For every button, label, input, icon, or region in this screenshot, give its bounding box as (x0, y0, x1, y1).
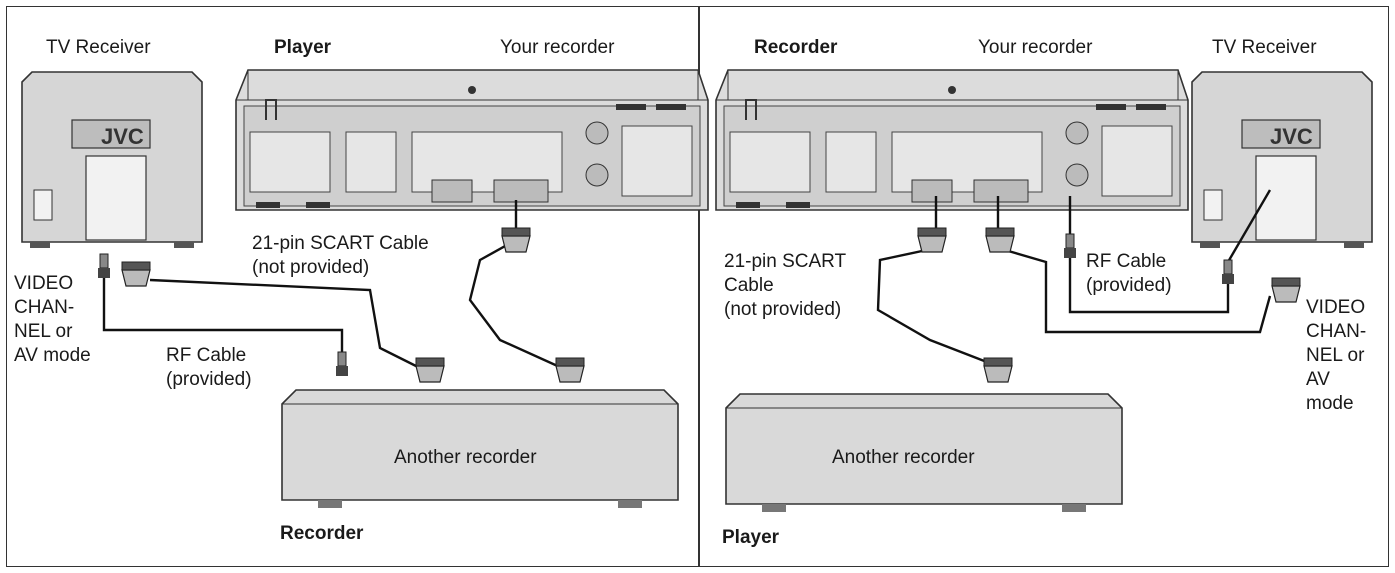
right-recorder-vcr (715, 69, 1189, 211)
left-tv-receiver: JVC (21, 71, 203, 249)
left-tv-receiver-label: TV Receiver (46, 37, 151, 58)
panel-divider (698, 6, 700, 567)
right-rf-cable-label: RF Cable (provided) (1086, 251, 1172, 296)
left-player-vcr (235, 69, 709, 211)
left-recorder-label: Recorder (280, 523, 364, 544)
right-tv-receiver: JVC (1191, 71, 1373, 249)
left-another-recorder-label: Another recorder (394, 447, 537, 468)
right-cables (876, 189, 1272, 366)
right-tv-receiver-label: TV Receiver (1212, 37, 1317, 58)
left-player-label: Player (274, 37, 332, 58)
jvc-logo-right: JVC (1270, 124, 1313, 149)
right-video-channel-label: VIDEO CHAN- NEL or AV mode (1306, 297, 1367, 414)
right-recorder-label: Recorder (754, 37, 838, 58)
right-your-recorder-label: Your recorder (978, 37, 1093, 58)
right-player-label: Player (722, 527, 780, 548)
jvc-logo: JVC (101, 124, 144, 149)
right-scart-cable-label: 21-pin SCART Cable (not provided) (724, 251, 847, 320)
right-another-recorder-label: Another recorder (832, 447, 975, 468)
diagram-frame (6, 6, 1389, 567)
left-rf-cable-label: RF Cable (provided) (166, 345, 252, 390)
left-your-recorder-label: Your recorder (500, 37, 615, 58)
left-video-channel-label: VIDEO CHAN- NEL or AV mode (14, 273, 91, 366)
left-scart-cable-label: 21-pin SCART Cable (not provided) (252, 233, 429, 278)
